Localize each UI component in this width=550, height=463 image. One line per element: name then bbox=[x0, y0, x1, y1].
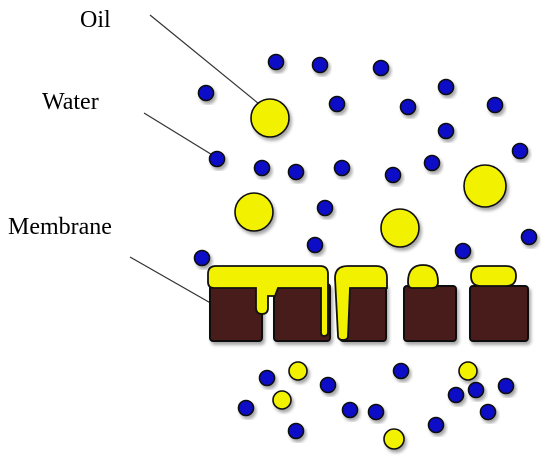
membrane-pore-block bbox=[209, 283, 263, 342]
oil-film-layer bbox=[334, 265, 388, 341]
membrane bbox=[209, 283, 529, 342]
oil-droplet bbox=[250, 98, 290, 138]
water-molecule bbox=[479, 403, 497, 421]
water-molecule bbox=[316, 199, 334, 217]
particles bbox=[193, 53, 538, 450]
water-molecule bbox=[328, 95, 346, 113]
oil-droplet bbox=[463, 164, 507, 208]
water-molecule bbox=[193, 249, 211, 267]
oil-leader-line bbox=[149, 14, 265, 109]
water-molecule bbox=[392, 362, 410, 380]
water-molecule bbox=[197, 84, 215, 102]
oil-droplet bbox=[272, 390, 292, 410]
water-molecule bbox=[341, 401, 359, 419]
water-molecule bbox=[427, 416, 445, 434]
oil-droplet bbox=[288, 361, 308, 381]
water-molecule bbox=[497, 377, 515, 395]
oil-film-layer bbox=[207, 265, 329, 337]
oil-label: Oil bbox=[80, 7, 111, 33]
water-molecule bbox=[423, 154, 441, 172]
oil-droplet bbox=[383, 428, 405, 450]
water-molecule bbox=[467, 381, 485, 399]
water-molecule bbox=[372, 59, 390, 77]
water-molecule bbox=[486, 96, 504, 114]
membrane-leader-line bbox=[129, 256, 215, 306]
water-molecule bbox=[333, 159, 351, 177]
water-leader-line bbox=[143, 112, 215, 157]
water-molecule bbox=[287, 163, 305, 181]
oil-film-layer bbox=[470, 265, 517, 287]
water-molecule bbox=[237, 399, 255, 417]
water-molecule bbox=[447, 386, 465, 404]
water-molecule bbox=[311, 56, 329, 74]
oil-film bbox=[207, 264, 517, 341]
oil-droplet bbox=[458, 361, 478, 381]
oil-film-layer bbox=[407, 264, 439, 289]
water-molecule bbox=[437, 122, 455, 140]
water-molecule bbox=[384, 166, 402, 184]
oil-droplet bbox=[380, 208, 420, 248]
membrane-pore-block bbox=[403, 285, 457, 342]
water-molecule bbox=[511, 142, 529, 160]
water-molecule bbox=[306, 236, 324, 254]
membrane-label: Membrane bbox=[8, 214, 112, 240]
water-molecule bbox=[437, 78, 455, 96]
water-molecule bbox=[520, 228, 538, 246]
water-molecule bbox=[287, 422, 305, 440]
water-molecule bbox=[367, 403, 385, 421]
water-molecule bbox=[399, 98, 417, 116]
water-molecule bbox=[319, 376, 337, 394]
membrane-pore-block bbox=[469, 285, 529, 342]
water-molecule bbox=[267, 53, 285, 71]
water-molecule bbox=[208, 150, 226, 168]
water-label: Water bbox=[42, 89, 99, 115]
oil-droplet bbox=[234, 192, 274, 232]
water-molecule bbox=[454, 242, 472, 260]
water-molecule bbox=[253, 159, 271, 177]
water-molecule bbox=[258, 369, 276, 387]
